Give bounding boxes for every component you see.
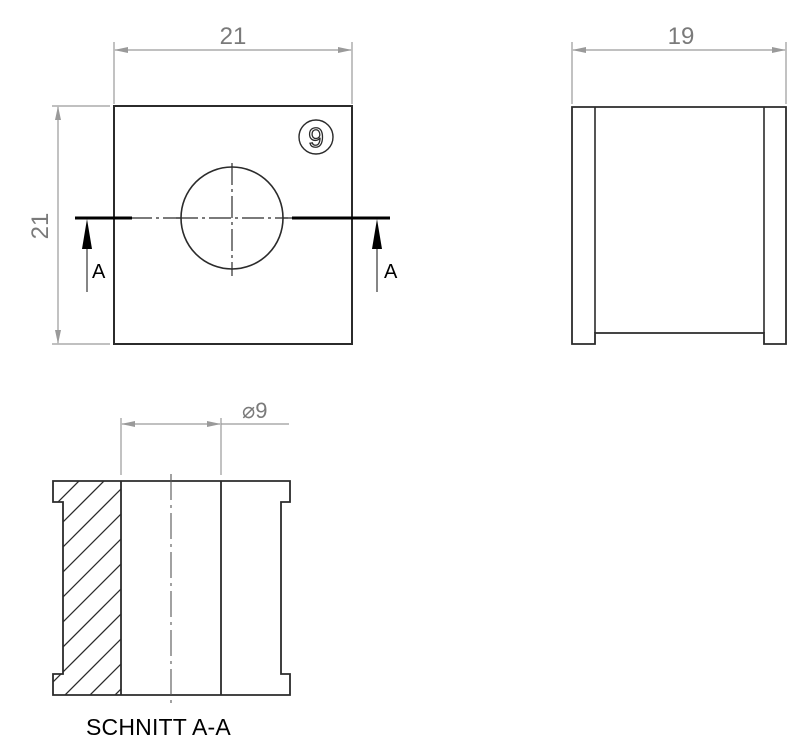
section-hatching [53, 481, 121, 695]
height-dimension-value: 21 [27, 213, 54, 240]
section-arrow-left: A [82, 219, 106, 292]
width-dimension-value: 21 [220, 23, 247, 50]
front-view: 21 21 A [27, 23, 398, 345]
front-outline [113, 105, 353, 345]
part-number-badge: 9 [298, 119, 334, 155]
side-outline [571, 106, 787, 345]
height-dimension: 21 [27, 105, 110, 345]
depth-dimension: 19 [571, 23, 787, 104]
depth-dimension-value: 19 [668, 23, 695, 50]
section-view: ⌀9 [52, 398, 291, 703]
diameter-dimension: ⌀9 [120, 398, 289, 475]
part-number: 9 [308, 122, 324, 153]
width-dimension: 21 [113, 23, 353, 104]
section-caption: SCHNITT A-A [86, 714, 231, 740]
side-view: 19 [571, 23, 787, 345]
section-label-right: A [384, 261, 398, 283]
section-arrow-right: A [372, 219, 398, 292]
section-label-left: A [92, 261, 106, 283]
diameter-dimension-value: ⌀9 [242, 398, 267, 423]
section-outline [52, 480, 291, 696]
